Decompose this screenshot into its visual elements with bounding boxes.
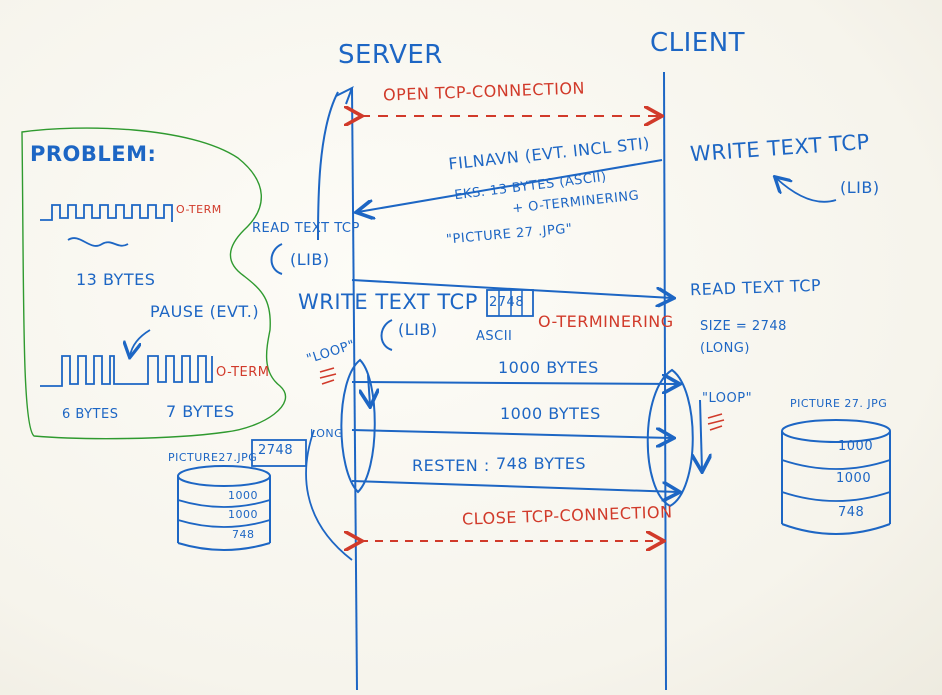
server-read-text-tcp: READ TEXT TCP — [252, 221, 360, 236]
server-block-2: 1000 — [228, 508, 258, 521]
client-block-1: 1000 — [838, 439, 874, 454]
bytes-row-2 — [40, 355, 213, 387]
filename-arrow — [358, 159, 663, 212]
chunk-1-label: 1000 BYTES — [498, 358, 599, 377]
client-header: CLIENT — [650, 28, 746, 58]
server-file-size: 2748 — [258, 443, 294, 458]
problem-7-bytes: 7 BYTES — [166, 402, 235, 421]
rest-arrow — [351, 480, 678, 492]
size-box — [486, 289, 534, 317]
chunk-2-label: 1000 BYTES — [500, 404, 601, 423]
client-block-3: 748 — [838, 505, 865, 520]
rest-value: 748 BYTES — [496, 454, 587, 473]
client-loop-ellipse — [646, 368, 694, 508]
client-lib: (LIB) — [840, 178, 880, 197]
server-lifeline — [351, 87, 358, 691]
client-long-line: (LONG) — [700, 341, 750, 356]
size-value: 2748 — [489, 295, 525, 310]
problem-13-bytes: 13 BYTES — [76, 270, 156, 289]
size-ascii: ASCII — [476, 329, 513, 344]
server-file-label: PICTURE27.JPG — [168, 451, 258, 464]
server-long-label: LONG — [310, 427, 344, 440]
client-read-text-tcp: READ TEXT TCP — [689, 275, 822, 300]
server-write-text-tcp: WRITE TEXT TCP — [298, 290, 478, 314]
server-file-cylinder — [177, 465, 271, 551]
client-block-2: 1000 — [836, 471, 872, 486]
problem-pause: PAUSE (EVT.) — [150, 302, 260, 321]
client-loop-label: "LOOP" — [702, 391, 753, 406]
client-file-cylinder — [781, 419, 891, 535]
problem-6-bytes: 6 BYTES — [62, 407, 119, 422]
chunk1-arrow — [351, 382, 678, 384]
server-loop-ellipse — [340, 358, 376, 494]
chunk2-arrow — [351, 430, 672, 438]
size-terminering: O-TERMINERING — [538, 312, 674, 331]
bytes-row-1 — [40, 204, 173, 222]
server-block-1: 1000 — [228, 489, 258, 502]
client-size-line: SIZE = 2748 — [700, 319, 787, 334]
problem-outline — [21, 127, 287, 440]
server-write-lib: (LIB) — [398, 320, 438, 339]
server-block-3: 748 — [232, 528, 255, 541]
size-arrow — [351, 279, 672, 298]
rest-label: RESTEN : — [412, 456, 490, 475]
server-read-lib: (LIB) — [290, 250, 330, 269]
problem-title: PROBLEM: — [30, 142, 157, 166]
client-file-label: PICTURE 27. JPG — [790, 397, 888, 410]
problem-term-2: O-TERM — [216, 365, 270, 380]
server-header: SERVER — [338, 40, 443, 70]
client-lifeline — [663, 71, 667, 691]
problem-term-1: O-TERM — [176, 203, 222, 216]
